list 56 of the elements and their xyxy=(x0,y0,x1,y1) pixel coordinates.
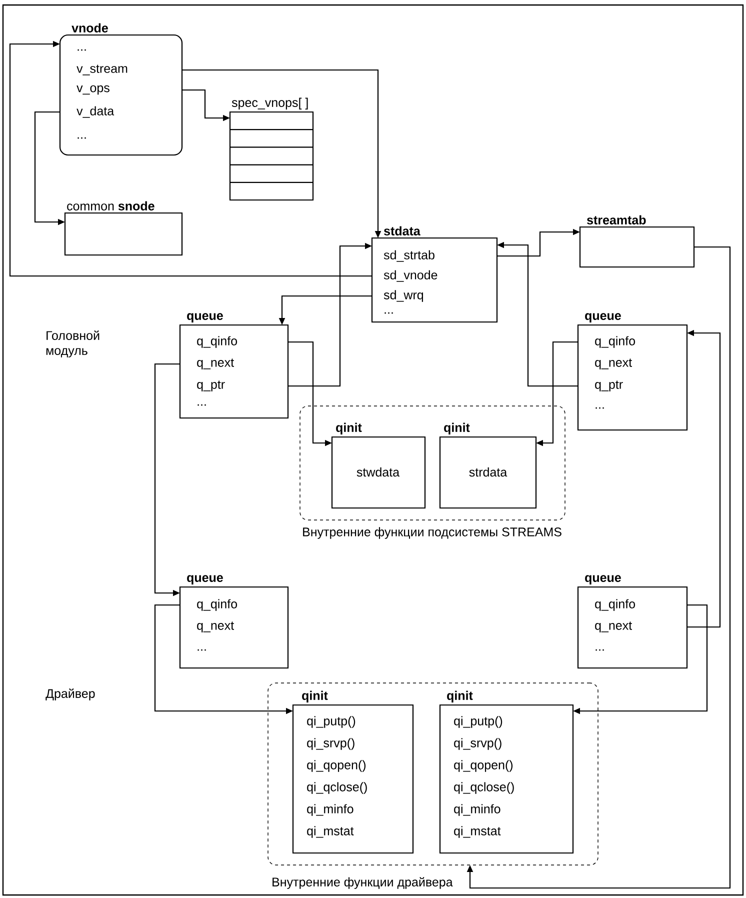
field-name: qi_srvp() xyxy=(454,738,502,750)
struct-name: vnode xyxy=(72,23,108,32)
field-name: sd_strtab xyxy=(384,250,434,262)
field-name: q_next xyxy=(595,358,632,370)
field-name: v_data xyxy=(76,106,114,118)
field-name: q_next xyxy=(595,622,632,632)
struct-name: common snode xyxy=(67,201,154,210)
field-name: q_next xyxy=(197,622,234,632)
struct-name: qinit xyxy=(336,422,362,434)
field-name: qi_srvp() xyxy=(307,738,354,750)
struct-name: queue xyxy=(585,575,621,584)
field-name: ... xyxy=(596,649,604,651)
side-label: Головной модуль xyxy=(46,330,100,358)
field-name: qi_putp() xyxy=(307,716,356,728)
field-name: qi_qclose() xyxy=(454,782,514,794)
struct-name: qinit xyxy=(447,690,473,702)
struct-name: qinit xyxy=(302,690,328,702)
field-name: v_stream xyxy=(76,64,128,76)
field-name: strdata xyxy=(469,467,508,477)
field-name: qi_minfo xyxy=(307,804,354,816)
arrow xyxy=(466,246,731,889)
arrow xyxy=(9,40,372,277)
field-name: q_next xyxy=(197,358,234,370)
field-name: ... xyxy=(384,312,393,314)
group-caption: Внутренние функции подсистемы STREAMS xyxy=(303,527,562,539)
field-name: qi_putp() xyxy=(454,716,502,728)
field-name: sd_wrq xyxy=(384,290,424,302)
field-name: q_qinfo xyxy=(595,599,636,611)
struct-name: qinit xyxy=(444,422,470,434)
field-name: qi_qopen() xyxy=(454,760,513,772)
field-name: q_ptr xyxy=(595,380,623,392)
struct-name: stdata xyxy=(384,226,420,236)
field-name: q_qinfo xyxy=(197,336,238,348)
struct-name: spec_vnops[ ] xyxy=(232,98,308,110)
struct-name: queue xyxy=(585,313,621,322)
struct-name: queue xyxy=(187,575,223,584)
struct-name: queue xyxy=(187,313,223,322)
field-name: q_ptr xyxy=(197,380,225,392)
field-name: q_qinfo xyxy=(197,599,238,611)
group-caption: Внутренние функции драйвера xyxy=(272,877,453,889)
field-name: stwdata xyxy=(356,467,400,477)
field-name: q_qinfo xyxy=(595,336,636,348)
field-name: qi_mstat xyxy=(307,826,354,838)
field-name: ... xyxy=(198,649,206,651)
side-label: Драйвер xyxy=(46,688,95,700)
field-name: ... xyxy=(78,137,86,139)
field-name: ... xyxy=(78,49,86,51)
field-name: qi_qopen() xyxy=(307,760,366,772)
struct-name: streamtab xyxy=(586,215,646,224)
field-name: sd_vnode xyxy=(384,270,438,282)
field-name: qi_minfo xyxy=(454,804,500,816)
field-name: v_ops xyxy=(76,85,110,95)
field-name: qi_qclose() xyxy=(307,782,367,794)
field-name: ... xyxy=(596,407,604,409)
field-name: ... xyxy=(198,404,206,406)
field-name: qi_mstat xyxy=(454,826,501,838)
